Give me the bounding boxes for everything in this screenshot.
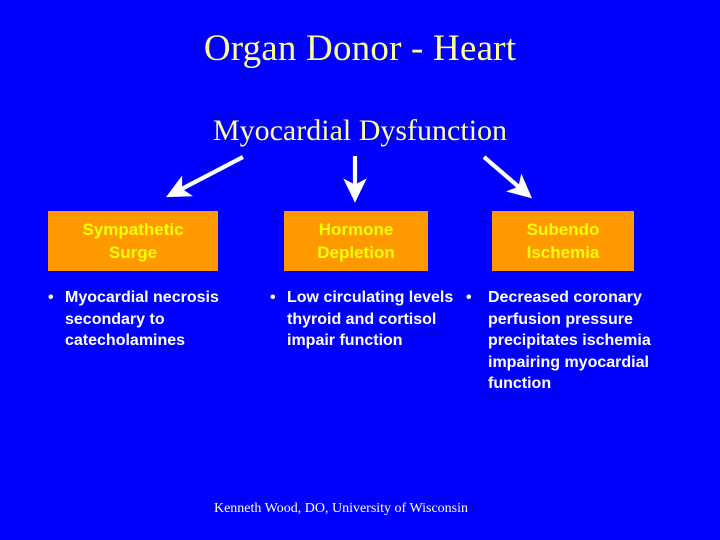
bullet-dot-icon: • (270, 289, 276, 306)
category-box-hormone-depletion[interactable]: Hormone Depletion (284, 211, 428, 271)
bullet-dot-icon: • (466, 289, 472, 306)
bullet-column-sympathetic-surge: • Myocardial necrosis secondary to catec… (42, 287, 242, 352)
list-item-text: Decreased coronary perfusion pressure pr… (488, 289, 651, 392)
category-box-label-line2: Ischemia (526, 243, 600, 262)
arrow-down-right-icon (482, 155, 533, 199)
bullet-dot-icon: • (48, 289, 54, 306)
footer-credit: Kenneth Wood, DO, University of Wisconsi… (213, 501, 469, 516)
category-box-label-line2: Depletion (317, 243, 395, 262)
category-box-label-line2: Surge (108, 243, 158, 262)
list-item: • Decreased coronary perfusion pressure … (458, 287, 702, 395)
category-box-subendo-ischemia[interactable]: Subendo Ischemia (492, 211, 634, 271)
bullet-column-subendo-ischemia: • Decreased coronary perfusion pressure … (458, 287, 702, 395)
arrow-down-left-icon (166, 155, 244, 198)
category-box-label-line1: Hormone (318, 220, 394, 239)
slide-subtitle: Myocardial Dysfunction (212, 114, 508, 147)
category-box-sympathetic-surge[interactable]: Sympathetic Surge (48, 211, 218, 271)
bullet-column-hormone-depletion: • Low circulating levels thyroid and cor… (264, 287, 454, 352)
list-item-text: Low circulating levels thyroid and corti… (287, 289, 454, 349)
category-box-label-line1: Sympathetic (82, 220, 184, 239)
list-item-text: Myocardial necrosis secondary to catecho… (65, 289, 219, 349)
page-title: Organ Donor - Heart (203, 28, 517, 69)
list-item: • Low circulating levels thyroid and cor… (264, 287, 454, 352)
list-item: • Myocardial necrosis secondary to catec… (42, 287, 242, 352)
category-box-label-line1: Subendo (526, 220, 600, 239)
